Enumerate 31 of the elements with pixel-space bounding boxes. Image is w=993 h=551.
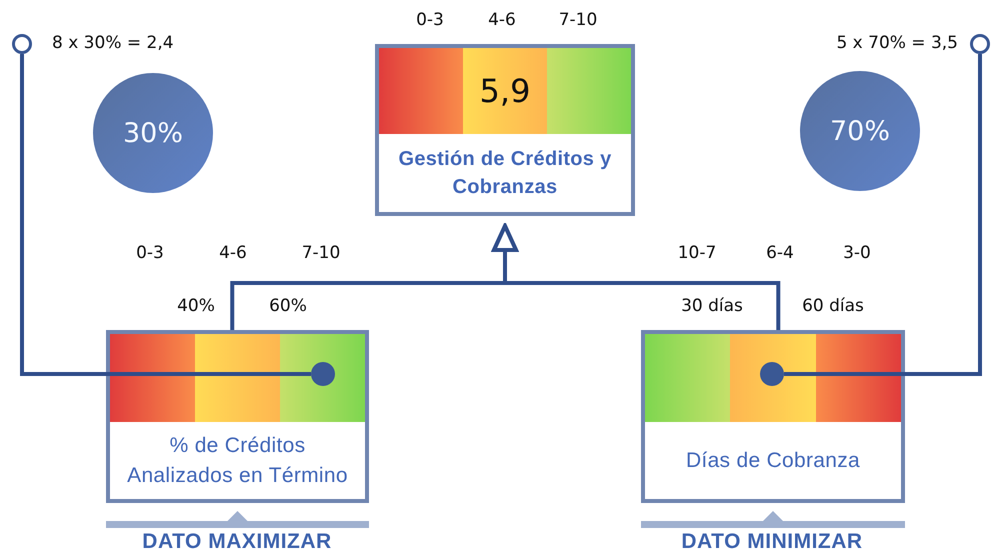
scale-label: 3-0	[843, 243, 871, 263]
indicator-card	[641, 330, 905, 503]
scale-label: 30 días	[681, 296, 743, 316]
scale-label: 7-10	[558, 10, 598, 30]
scale-label: 60%	[269, 296, 307, 316]
score-value: 5,9	[478, 75, 532, 107]
data-type-label: DATO MAXIMIZAR	[142, 530, 332, 551]
ring-marker	[12, 34, 32, 54]
scale-label: 0-3	[416, 10, 444, 30]
indicator-title: Días de Cobranza	[686, 448, 860, 474]
scale-label: 40%	[177, 296, 215, 316]
weight-value: 30%	[122, 118, 183, 148]
scale-label: 7-10	[302, 243, 340, 263]
indicator-card	[106, 330, 369, 503]
indicator-title: % de Créditos Analizados en Término	[126, 433, 349, 488]
indicator-title: Gestión de Créditos y Cobranzas	[397, 147, 612, 200]
indicator-card	[375, 44, 635, 216]
scale-label: 6-4	[766, 243, 794, 263]
scale-label: 4-6	[488, 10, 516, 30]
connector	[492, 224, 780, 330]
scale-label: 4-6	[219, 243, 247, 263]
scale-label: 10-7	[678, 243, 716, 263]
connector	[20, 54, 311, 376]
calculation-text: 8 x 30% = 2,4	[52, 33, 174, 53]
data-type-label: DATO MINIMIZAR	[681, 530, 863, 551]
scale-label: 60 días	[802, 296, 864, 316]
connector	[784, 54, 982, 376]
calculation-text: 5 x 70% = 3,5	[836, 33, 958, 53]
scale-label: 0-3	[136, 243, 164, 263]
weight-value: 70%	[830, 116, 890, 146]
ring-marker	[970, 34, 990, 54]
